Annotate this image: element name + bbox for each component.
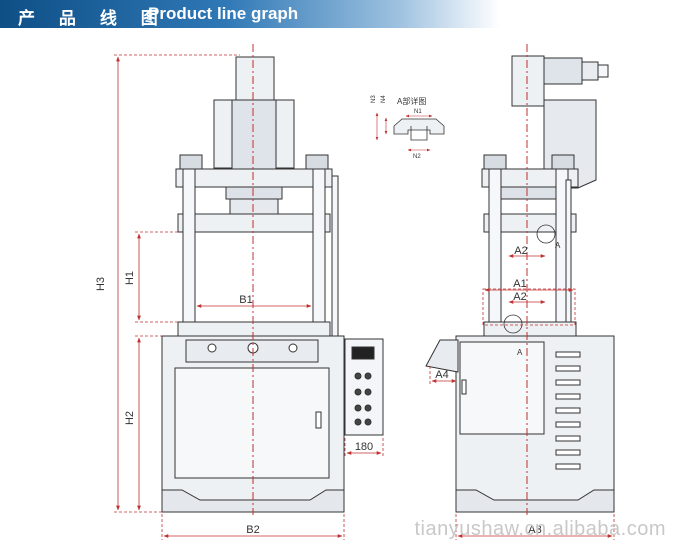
front-view — [161, 56, 384, 513]
n4-label: N4 — [381, 95, 387, 103]
detail-circle-upper — [536, 224, 556, 244]
panel-switch-icon — [364, 404, 372, 412]
cylinder-top — [235, 56, 275, 106]
a3-label: A3 — [528, 524, 541, 536]
moving-plate — [177, 213, 331, 233]
panel-switch-icon — [364, 418, 372, 426]
side-door-handle-icon — [461, 379, 467, 395]
detail-circle-lower — [503, 314, 523, 334]
nut-left-top — [179, 154, 203, 170]
detail-marker-upper: A — [555, 241, 561, 250]
side-moving-plate — [483, 213, 577, 233]
side-limit-rod — [565, 179, 572, 337]
front-dimensions — [114, 54, 384, 540]
button-right-icon — [288, 343, 298, 353]
n2-label: N2 — [413, 154, 421, 160]
watermark: tianyushaw.cn.alibaba.com — [414, 518, 666, 540]
side-ram — [499, 186, 559, 200]
side-cabinet-feet — [455, 489, 615, 513]
column-right — [312, 168, 326, 330]
valve-connector-icon — [597, 64, 609, 78]
top-plate — [175, 168, 333, 188]
side-nut-left — [483, 154, 507, 170]
vent-slots — [555, 351, 581, 470]
cabinet-feet — [161, 489, 345, 513]
t-slot-channel — [410, 126, 428, 141]
cabinet-door — [174, 367, 330, 479]
h1-label: H1 — [124, 271, 136, 285]
side-dimensions — [429, 254, 615, 540]
a2-upper-label: A2 — [514, 245, 527, 257]
a1-label: A1 — [513, 278, 526, 290]
t-slot-profile — [393, 118, 445, 135]
column-left — [182, 168, 196, 330]
cylinder-rod — [231, 99, 277, 181]
side-cylinder-top — [511, 55, 545, 107]
button-left-icon — [207, 343, 217, 353]
panel-switch-icon — [364, 388, 372, 396]
b1-label: B1 — [239, 294, 252, 306]
title-banner: 产 品 线 图 Product line graph — [0, 0, 500, 29]
panel-switch-icon — [354, 418, 362, 426]
ram-die — [229, 198, 279, 216]
detail-marker-lower: A — [517, 348, 523, 357]
side-bottom-plate — [483, 321, 577, 337]
detail-a: A部详图 N1 N2 N3 N4 — [371, 95, 445, 160]
panel-width-label: 180 — [355, 441, 373, 453]
panel-switch-icon — [354, 372, 362, 380]
a2-lower-label: A2 — [513, 291, 526, 303]
nut-right-top — [305, 154, 329, 170]
door-handle-icon — [315, 411, 322, 429]
detail-title: A部详图 — [397, 96, 426, 106]
h3-label: H3 — [95, 277, 107, 291]
side-column-left — [488, 168, 502, 330]
bottom-plate — [177, 321, 331, 337]
side-control-console — [425, 339, 459, 373]
n3-label: N3 — [371, 95, 377, 103]
n1-label: N1 — [414, 109, 422, 115]
side-view — [425, 55, 615, 513]
panel-switch-icon — [354, 404, 362, 412]
panel-switch-icon — [364, 372, 372, 380]
panel-switch-icon — [354, 388, 362, 396]
limit-rod — [331, 175, 339, 337]
h2-label: H2 — [124, 411, 136, 425]
title-chinese: 产 品 线 图 — [18, 9, 167, 29]
panel-display-icon — [351, 346, 375, 360]
side-cabinet-door — [459, 341, 545, 435]
title-english: Product line graph — [148, 4, 299, 23]
valve-cap — [581, 61, 599, 81]
side-nut-right — [551, 154, 575, 170]
b2-label: B2 — [246, 524, 259, 536]
a4-label: A4 — [435, 369, 448, 381]
valve-block — [543, 57, 583, 85]
ram-block — [225, 186, 283, 200]
